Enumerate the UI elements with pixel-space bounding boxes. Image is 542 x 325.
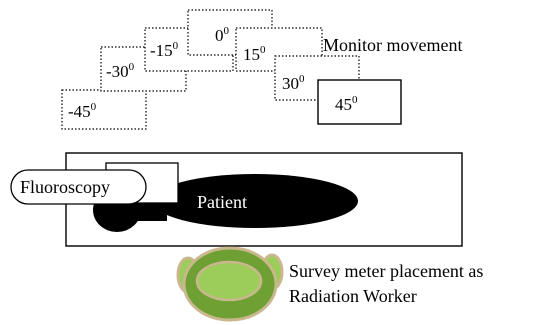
angle-value: -15 [150, 41, 173, 60]
fluoroscopy-label-box [10, 169, 147, 205]
degree-symbol: 0 [260, 44, 266, 56]
svg-text:00: 00 [215, 25, 230, 45]
angle-value: 15 [243, 45, 260, 64]
svg-text:450: 450 [335, 94, 358, 114]
monitor-neg45: -450 [61, 89, 147, 130]
degree-symbol: 0 [224, 25, 230, 37]
svg-text:-300: -300 [106, 61, 135, 81]
monitor-pos45: 450 [317, 79, 402, 125]
fluoroscopy-label: Fluoroscopy [20, 177, 110, 197]
patient-body [152, 174, 358, 228]
angle-value: -30 [106, 62, 129, 81]
degree-symbol: 0 [129, 61, 135, 73]
monitor-movement-label: Monitor movement [323, 35, 462, 55]
degree-symbol: 0 [299, 73, 305, 85]
worker-head [195, 260, 263, 302]
survey-label-line1: Survey meter placement as [289, 261, 483, 281]
svg-text:-150: -150 [150, 40, 179, 60]
patient-label: Patient [197, 192, 247, 212]
radiation-worker-icon [176, 246, 284, 322]
fluoroscopy-unit: Fluoroscopy [10, 162, 179, 205]
svg-text:300: 300 [282, 73, 305, 93]
degree-symbol: 0 [91, 101, 97, 113]
degree-symbol: 0 [173, 40, 179, 52]
survey-label-line2: Radiation Worker [289, 286, 417, 306]
angle-value: 45 [335, 95, 352, 114]
angle-value: 30 [282, 74, 299, 93]
angle-value: -45 [68, 102, 91, 121]
degree-symbol: 0 [352, 94, 358, 106]
svg-text:-450: -450 [68, 101, 97, 121]
angle-value: 0 [215, 26, 224, 45]
svg-text:150: 150 [243, 44, 266, 64]
